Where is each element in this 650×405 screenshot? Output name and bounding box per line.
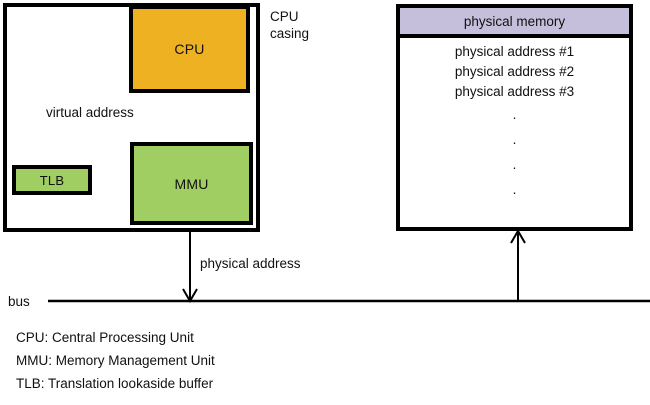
list-item: physical address #3 (454, 84, 575, 99)
virtual-address-label: virtual address (46, 105, 134, 120)
physical-memory-header: physical memory (400, 8, 629, 38)
cpu-casing-label: CPU casing (270, 9, 310, 41)
physical-memory-box: physical memory physical address #1 phys… (396, 4, 633, 231)
legend-line-tlb: TLB: Translation lookaside buffer (16, 376, 214, 391)
ellipsis-dot: . (512, 157, 517, 172)
tlb-box[interactable]: TLB (12, 165, 92, 195)
abbreviation-legend: CPU: Central Processing Unit MMU: Memory… (16, 326, 215, 395)
physical-memory-entries: physical address #1 physical address #2 … (400, 38, 629, 202)
mmu-box-label: MMU (174, 175, 209, 192)
arrow-bus-to-memory (510, 229, 526, 300)
legend-line-cpu: CPU: Central Processing Unit (16, 330, 194, 345)
arrow-mmu-to-bus (182, 232, 198, 303)
ellipsis-dot: . (512, 182, 517, 197)
list-item: physical address #2 (454, 64, 575, 79)
cpu-box[interactable]: CPU (129, 5, 250, 93)
physical-memory-header-label: physical memory (463, 13, 566, 29)
ellipsis-dot: . (512, 132, 517, 147)
cpu-box-label: CPU (174, 41, 205, 57)
tlb-box-label: TLB (39, 172, 65, 188)
legend-line-mmu: MMU: Memory Management Unit (16, 353, 215, 368)
list-item: physical address #1 (454, 44, 575, 59)
physical-address-label: physical address (200, 256, 301, 271)
mmu-box[interactable]: MMU (130, 142, 253, 225)
bus-label: bus (8, 294, 30, 309)
ellipsis-dot: . (512, 107, 517, 122)
